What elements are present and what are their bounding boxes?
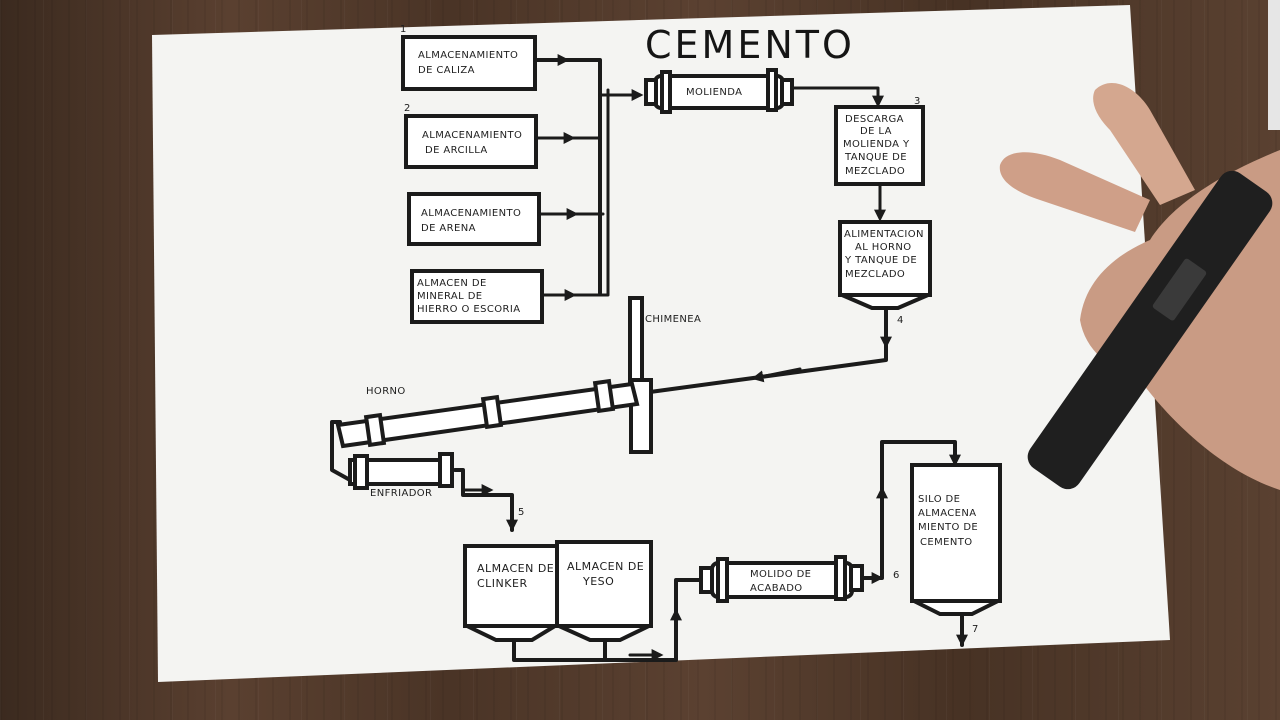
horno-label: HORNO bbox=[366, 386, 406, 397]
molido-acabado-mill: MOLIDO DE ACABADO bbox=[699, 555, 864, 603]
molienda-cap-right bbox=[780, 78, 794, 106]
arrow-molienda-to-descarga bbox=[790, 86, 884, 108]
descarga-line-2: DE LA bbox=[860, 126, 892, 137]
clinker-line-1: ALMACEN DE bbox=[477, 562, 554, 575]
horno-ring-1 bbox=[363, 412, 387, 448]
clinker-line-2: CLINKER bbox=[477, 577, 528, 590]
storage-hierro-line-3: HIERRO O ESCORIA bbox=[417, 304, 520, 315]
silo-line-2: ALMACENA bbox=[918, 508, 977, 519]
storage-hierro-line-1: ALMACEN DE bbox=[417, 278, 487, 289]
yeso-box bbox=[555, 540, 653, 628]
silo-line-3: MIENTO DE bbox=[918, 522, 978, 533]
arrow-left-feed bbox=[751, 367, 802, 383]
molienda-label: MOLIENDA bbox=[686, 87, 742, 98]
hand-with-marker bbox=[999, 82, 1280, 490]
yeso-hopper bbox=[558, 624, 650, 642]
step-number-4: 4 bbox=[897, 315, 903, 326]
step-number-1: 1 bbox=[400, 24, 406, 35]
diagram-title: CEMENTO bbox=[645, 23, 855, 67]
step-number-6: 6 bbox=[893, 570, 899, 581]
horno-ring-3 bbox=[592, 378, 616, 414]
descarga-line-5: MEZCLADO bbox=[845, 166, 905, 177]
storage-caliza: 1 ALMACENAMIENTO DE CALIZA bbox=[400, 24, 537, 91]
molienda-mill: MOLIENDA bbox=[644, 68, 794, 114]
storage-arcilla: 2 ALMACENAMIENTO DE ARCILLA bbox=[404, 103, 538, 169]
storage-caliza-box bbox=[401, 35, 537, 91]
storage-hierro-line-2: MINERAL DE bbox=[417, 291, 483, 302]
horno-ring-2 bbox=[480, 394, 504, 430]
step-number-7: 7 bbox=[972, 624, 978, 635]
storage-arena-box bbox=[407, 192, 541, 246]
molido-line-1: MOLIDO DE bbox=[750, 569, 811, 580]
molido-cap-left bbox=[699, 566, 714, 594]
alimentacion-line-4: MEZCLADO bbox=[845, 269, 905, 280]
hand-middle-finger bbox=[999, 152, 1150, 232]
enfriador-ring-left bbox=[353, 454, 369, 490]
storage-arcilla-line-2: DE ARCILLA bbox=[425, 145, 488, 156]
silo-hopper bbox=[913, 599, 999, 616]
black-marker bbox=[1027, 170, 1273, 490]
alimentacion-hopper bbox=[841, 293, 929, 310]
enfriador-label: ENFRIADOR bbox=[370, 488, 432, 499]
storage-arena-line-1: ALMACENAMIENTO bbox=[421, 208, 521, 219]
molido-line-2: ACABADO bbox=[750, 583, 803, 594]
descarga-tank: 3 DESCARGA DE LA MOLIENDA Y TANQUE DE ME… bbox=[834, 96, 925, 186]
clinker-hopper bbox=[466, 624, 563, 642]
horno-kiln: HORNO bbox=[335, 378, 640, 449]
silo-cemento: SILO DE ALMACENA MIENTO DE CEMENTO bbox=[910, 463, 1002, 616]
chimenea-stack bbox=[628, 296, 644, 386]
descarga-line-1: DESCARGA bbox=[845, 114, 904, 125]
yeso-line-1: ALMACEN DE bbox=[567, 560, 644, 573]
storage-arena-line-2: DE ARENA bbox=[421, 223, 476, 234]
enfriador-ring-right bbox=[438, 452, 454, 488]
line-to-molido bbox=[512, 578, 702, 662]
kiln-cooler-connector bbox=[330, 420, 352, 482]
alimentacion-line-1: ALIMENTACION bbox=[844, 229, 924, 240]
hand-index-finger bbox=[1093, 82, 1195, 205]
clinker-yeso-storage: ALMACEN DE CLINKER ALMACEN DE YESO bbox=[463, 540, 653, 642]
alimentacion-line-3: Y TANQUE DE bbox=[844, 255, 917, 266]
yeso-line-2: YESO bbox=[582, 575, 614, 588]
chimenea-label: CHIMENEA bbox=[645, 314, 701, 325]
molido-ring-left bbox=[716, 557, 729, 603]
storage-arena: ALMACENAMIENTO DE ARENA bbox=[407, 192, 541, 246]
descarga-line-3: MOLIENDA Y bbox=[843, 139, 910, 150]
storage-hierro: ALMACEN DE MINERAL DE HIERRO O ESCORIA bbox=[410, 269, 544, 324]
silo-line-4: CEMENTO bbox=[920, 537, 973, 548]
silo-box bbox=[910, 463, 1002, 603]
step-number-3: 3 bbox=[914, 96, 920, 107]
wall-edge bbox=[1268, 0, 1280, 130]
alimentacion-box bbox=[838, 220, 932, 297]
alimentacion-line-2: AL HORNO bbox=[855, 242, 911, 253]
clinker-box bbox=[463, 544, 559, 628]
silo-line-1: SILO DE bbox=[918, 494, 960, 505]
step-number-2: 2 bbox=[404, 103, 410, 114]
marker-label-sticker bbox=[1152, 258, 1207, 321]
descarga-line-4: TANQUE DE bbox=[844, 152, 907, 163]
molienda-ring-right bbox=[766, 68, 778, 112]
enfriador-cooler: ENFRIADOR bbox=[330, 420, 454, 499]
storage-caliza-line-2: DE CALIZA bbox=[418, 65, 475, 76]
molienda-ring-left bbox=[660, 70, 672, 114]
storage-caliza-line-1: ALMACENAMIENTO bbox=[418, 50, 518, 61]
alimentacion-tank: ALIMENTACION AL HORNO Y TANQUE DE MEZCLA… bbox=[838, 220, 932, 326]
storage-collector-lines bbox=[533, 54, 644, 301]
storage-arcilla-line-1: ALMACENAMIENTO bbox=[422, 130, 522, 141]
storage-arcilla-box bbox=[404, 114, 538, 169]
molido-ring-right bbox=[834, 555, 847, 601]
step-number-5: 5 bbox=[518, 507, 524, 518]
molienda-cap-left bbox=[644, 78, 658, 106]
